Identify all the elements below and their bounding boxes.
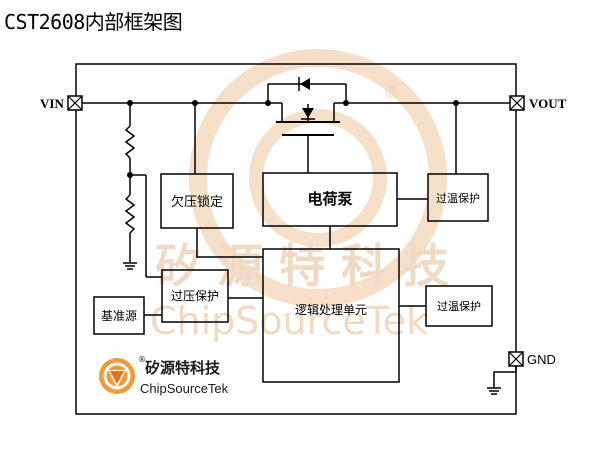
company-logo: 矽源特科技 ChipSourceTek ®	[99, 355, 229, 396]
signal-wires	[144, 103, 517, 388]
gnd-ground-icon	[487, 387, 501, 395]
otp-top-label: 过温保护	[436, 191, 480, 205]
gnd-pin	[508, 351, 524, 367]
logo-registered: ®	[138, 355, 146, 364]
resistor-divider	[124, 103, 162, 278]
chip-boundary	[75, 63, 517, 415]
vout-label: VOUT	[529, 96, 567, 111]
ground-icon	[123, 262, 137, 270]
otp-bottom-label: 过温保护	[437, 299, 481, 313]
watermark-registered: ®	[384, 83, 400, 102]
body-diode-icon	[298, 77, 315, 120]
watermark-en: ChipSourceTek	[150, 299, 428, 343]
ovp-label: 过压保护	[171, 289, 219, 303]
watermark-ring	[189, 49, 447, 307]
watermark-inner-ring	[249, 109, 387, 247]
charge-pump-label: 电荷泵	[307, 190, 352, 208]
vin-pin	[67, 95, 83, 111]
watermark-cn: 矽 源 特 科 技	[155, 239, 449, 293]
logo-cn: 矽源特科技	[145, 359, 221, 377]
logic-block	[262, 248, 400, 383]
uvlo-label: 欠压锁定	[171, 194, 223, 210]
vref-label: 基准源	[101, 309, 137, 323]
vout-pin	[509, 95, 525, 111]
vin-label: VIN	[40, 96, 64, 111]
logic-label: 逻辑处理单元	[295, 303, 367, 317]
watermark: 矽 源 特 科 技 ChipSourceTek ®	[150, 49, 449, 343]
logo-en: ChipSourceTek	[140, 381, 229, 396]
page-title: CST2608内部框架图	[4, 10, 183, 34]
ovp-block	[161, 269, 229, 323]
gnd-label: GND	[527, 352, 556, 367]
otp-top-block	[427, 173, 489, 222]
